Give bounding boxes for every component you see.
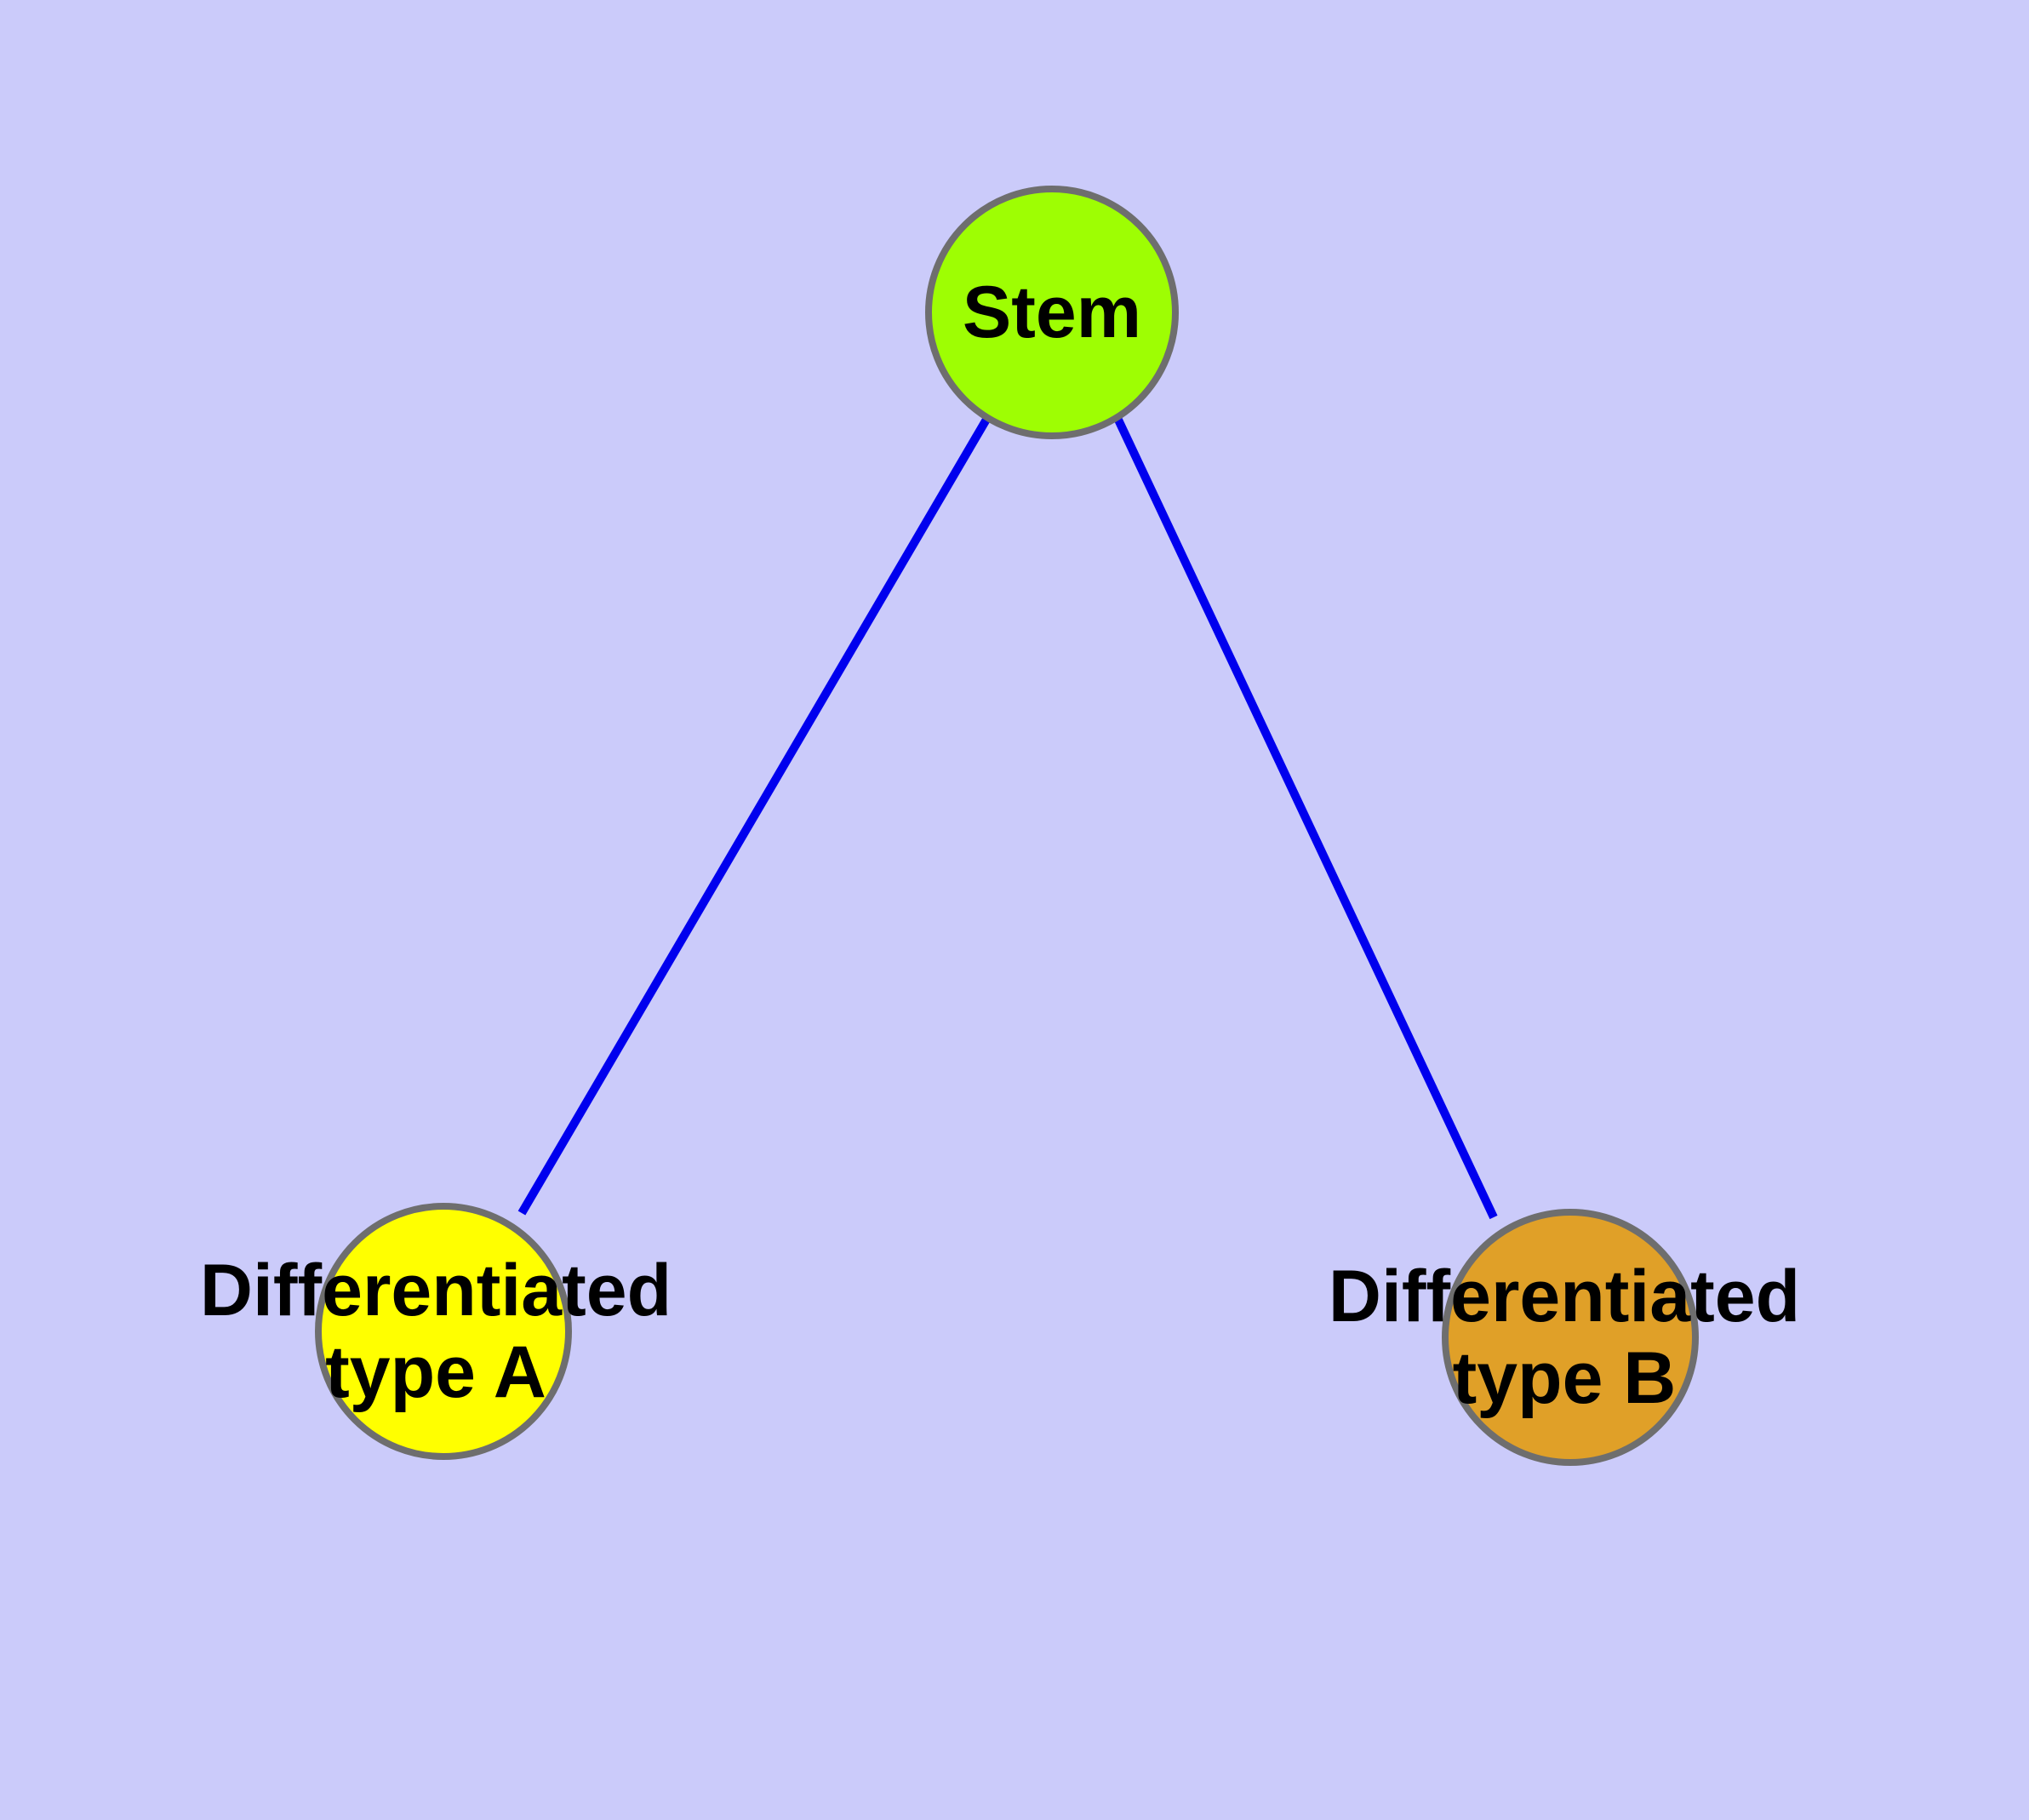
node-label-line: type A: [325, 1331, 546, 1413]
node-stem[interactable]: Stem: [925, 186, 1179, 439]
node-label-stem: Stem: [963, 272, 1141, 353]
node-circle-diff_b[interactable]: [1442, 1209, 1699, 1466]
edges-group: [517, 415, 1498, 1220]
node-circle-stem[interactable]: [925, 186, 1179, 439]
node-label-line: Differentiated: [1329, 1256, 1800, 1337]
edge-stem-to-diff_a: [517, 415, 992, 1216]
node-label-line: type B: [1453, 1337, 1677, 1419]
edge-stem-to-diff_b: [1113, 415, 1498, 1220]
node-label-line: Stem: [963, 272, 1141, 353]
node-label-line: Differentiated: [200, 1250, 672, 1331]
node-circle-diff_a[interactable]: [315, 1203, 572, 1460]
